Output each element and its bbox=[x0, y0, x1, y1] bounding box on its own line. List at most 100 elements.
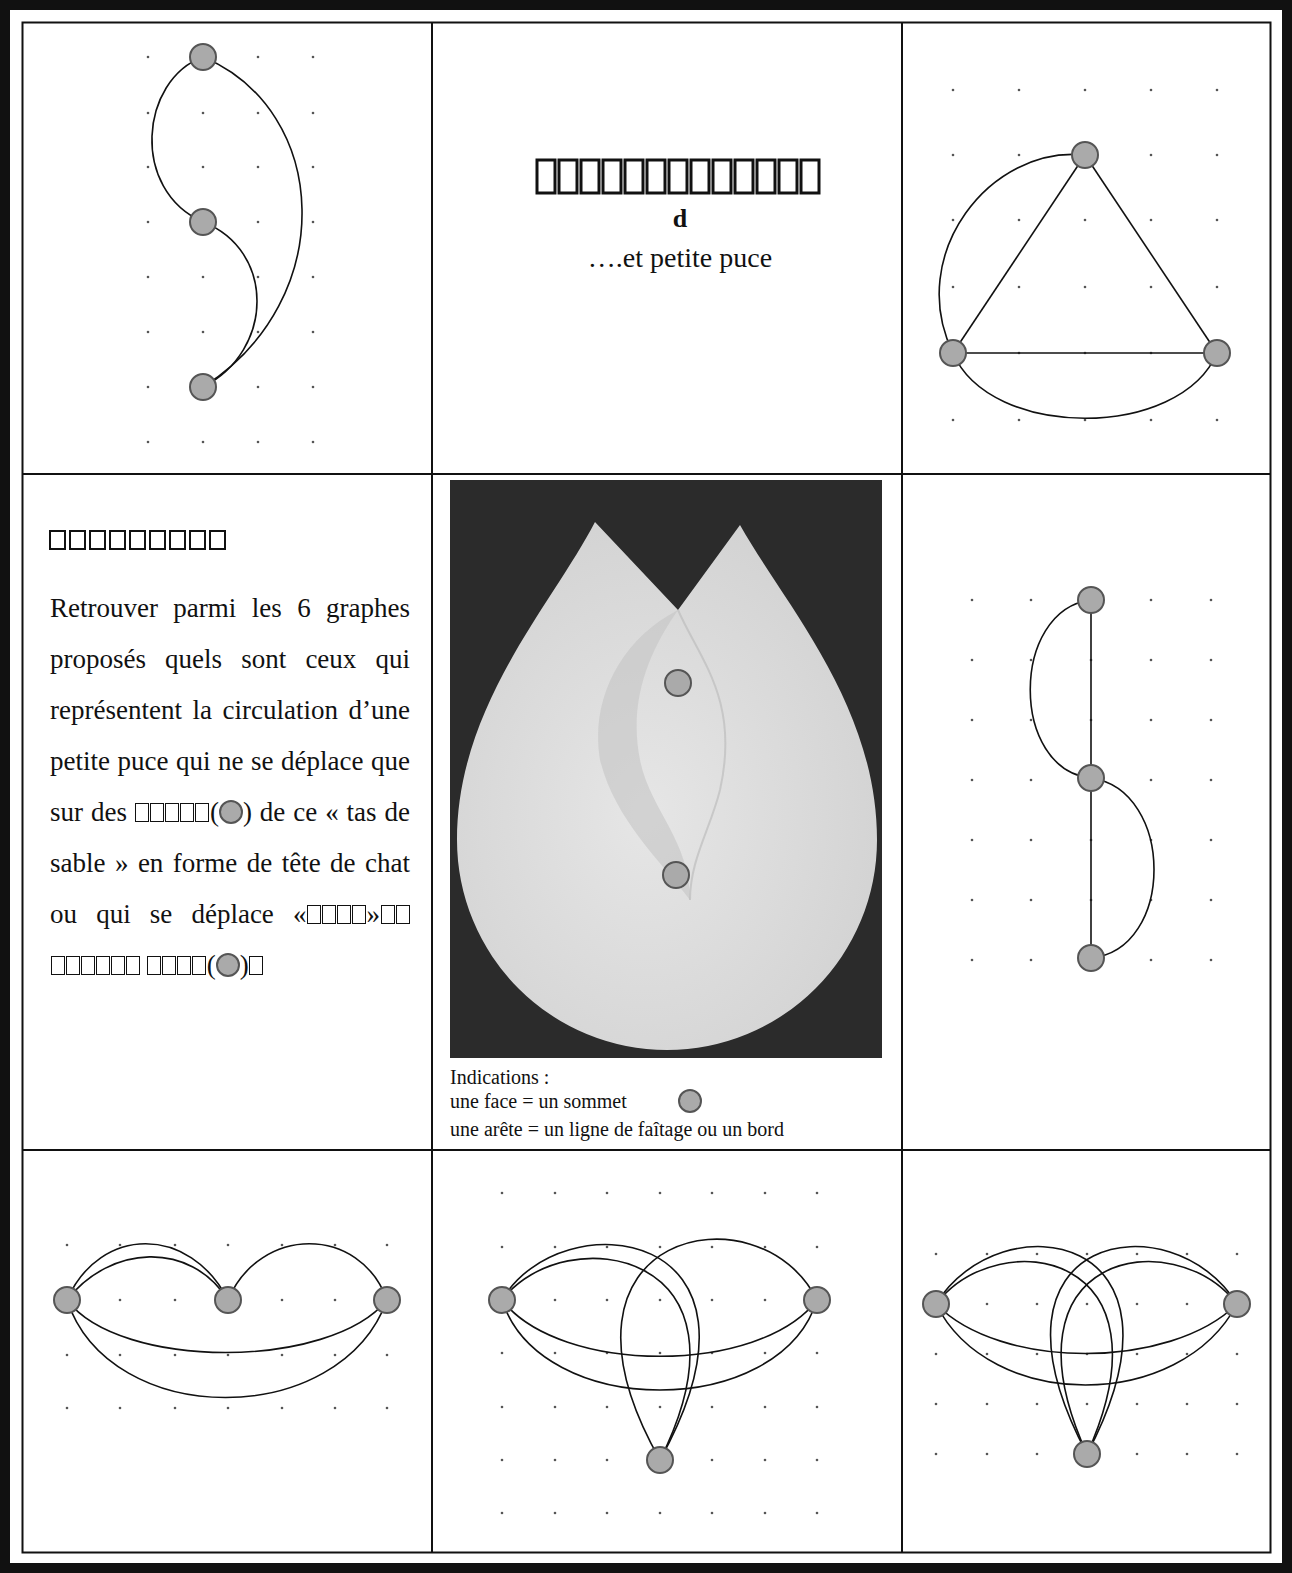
grid-dot bbox=[501, 1352, 504, 1355]
grid-dot bbox=[1186, 1403, 1189, 1406]
missing-glyph bbox=[337, 905, 351, 924]
grid-dot bbox=[1036, 1353, 1039, 1356]
missing-glyph bbox=[162, 956, 176, 975]
grid-dot bbox=[1210, 599, 1213, 602]
grid-dot bbox=[554, 1406, 557, 1409]
vertex-icon bbox=[216, 953, 240, 977]
grid-dot bbox=[986, 1403, 989, 1406]
missing-glyph bbox=[713, 160, 731, 193]
grid-dot bbox=[1018, 154, 1021, 157]
grid-dot bbox=[386, 1407, 389, 1410]
grid-dot bbox=[816, 1192, 819, 1195]
grid-dot bbox=[1084, 286, 1087, 289]
grid-dot bbox=[659, 1299, 662, 1302]
grid-dot bbox=[606, 1246, 609, 1249]
grid-dot bbox=[1186, 1353, 1189, 1356]
instruction-text: « bbox=[293, 899, 307, 929]
grid-dot bbox=[1018, 286, 1021, 289]
missing-glyph bbox=[625, 160, 643, 193]
missing-glyph bbox=[669, 160, 687, 193]
grid-dot bbox=[711, 1406, 714, 1409]
grid-dot bbox=[952, 286, 955, 289]
grid-dot bbox=[1084, 219, 1087, 222]
missing-glyph bbox=[559, 160, 577, 193]
missing-glyph bbox=[150, 531, 165, 549]
grid-dot bbox=[1018, 219, 1021, 222]
graph-edge bbox=[936, 1262, 1112, 1454]
grid-dot bbox=[1030, 899, 1033, 902]
grid-dot bbox=[257, 386, 260, 389]
grid-dot bbox=[659, 1246, 662, 1249]
grid-dot bbox=[764, 1192, 767, 1195]
graph-edge bbox=[502, 1300, 817, 1390]
graph-vertex bbox=[374, 1287, 400, 1313]
missing-glyph bbox=[192, 956, 206, 975]
grid-dot bbox=[147, 276, 150, 279]
grid-dot bbox=[1150, 286, 1153, 289]
word-gap bbox=[140, 950, 147, 980]
garbled-glyphs bbox=[50, 160, 819, 549]
grid-dot bbox=[1150, 659, 1153, 662]
missing-glyphs bbox=[50, 950, 140, 980]
graph-edge bbox=[203, 57, 302, 387]
graph-edge bbox=[67, 1244, 228, 1300]
missing-glyph bbox=[307, 905, 321, 924]
graph-edge bbox=[502, 1258, 690, 1460]
graph-edge bbox=[621, 1239, 817, 1460]
grid-dot bbox=[659, 1192, 662, 1195]
grid-dot bbox=[606, 1459, 609, 1462]
grid-dot bbox=[119, 1354, 122, 1357]
grid-dot bbox=[1136, 1403, 1139, 1406]
missing-glyph bbox=[110, 531, 125, 549]
grid-dot bbox=[147, 166, 150, 169]
graph-vertex bbox=[804, 1287, 830, 1313]
graph bbox=[54, 1244, 400, 1410]
grid-dot bbox=[971, 899, 974, 902]
grid-dot bbox=[1150, 419, 1153, 422]
missing-glyph bbox=[96, 956, 110, 975]
grid-dot bbox=[1030, 779, 1033, 782]
grid-dot bbox=[1150, 219, 1153, 222]
graph-edge bbox=[936, 1304, 1237, 1385]
graph-edge bbox=[228, 1244, 387, 1300]
grid-dot bbox=[1150, 779, 1153, 782]
missing-glyph bbox=[603, 160, 621, 193]
grid-dot bbox=[935, 1403, 938, 1406]
graph-vertex bbox=[1078, 765, 1104, 791]
grid-dot bbox=[971, 779, 974, 782]
graph bbox=[971, 587, 1213, 971]
grid-dot bbox=[764, 1299, 767, 1302]
graph-vertex bbox=[940, 340, 966, 366]
grid-dot bbox=[711, 1512, 714, 1515]
grid-dot bbox=[1030, 599, 1033, 602]
grid-dot bbox=[66, 1354, 69, 1357]
graph-vertex bbox=[190, 209, 216, 235]
sand-photo bbox=[450, 480, 882, 1058]
grid-dot bbox=[1150, 959, 1153, 962]
graph-edge bbox=[939, 154, 1085, 353]
graph-edge bbox=[1091, 778, 1154, 958]
grid-dot bbox=[1030, 719, 1033, 722]
grid-dot bbox=[986, 1303, 989, 1306]
hint-heading: Indications : bbox=[450, 1066, 870, 1089]
grid-dot bbox=[386, 1244, 389, 1247]
grid-dot bbox=[971, 599, 974, 602]
ridge-line bbox=[678, 610, 725, 900]
grid-dot bbox=[147, 331, 150, 334]
graph-vertex bbox=[190, 374, 216, 400]
grid-dot bbox=[606, 1406, 609, 1409]
grid-dot bbox=[334, 1354, 337, 1357]
grid-dot bbox=[501, 1512, 504, 1515]
missing-glyph bbox=[322, 905, 336, 924]
grid-dot bbox=[1086, 1303, 1089, 1306]
grid-dot bbox=[312, 56, 315, 59]
missing-glyph bbox=[581, 160, 599, 193]
grid-dot bbox=[1030, 959, 1033, 962]
grid-dot bbox=[816, 1352, 819, 1355]
grid-dot bbox=[312, 441, 315, 444]
grid-dot bbox=[764, 1406, 767, 1409]
grid-dot bbox=[257, 276, 260, 279]
missing-glyphs bbox=[147, 950, 207, 980]
missing-glyph bbox=[180, 803, 194, 822]
